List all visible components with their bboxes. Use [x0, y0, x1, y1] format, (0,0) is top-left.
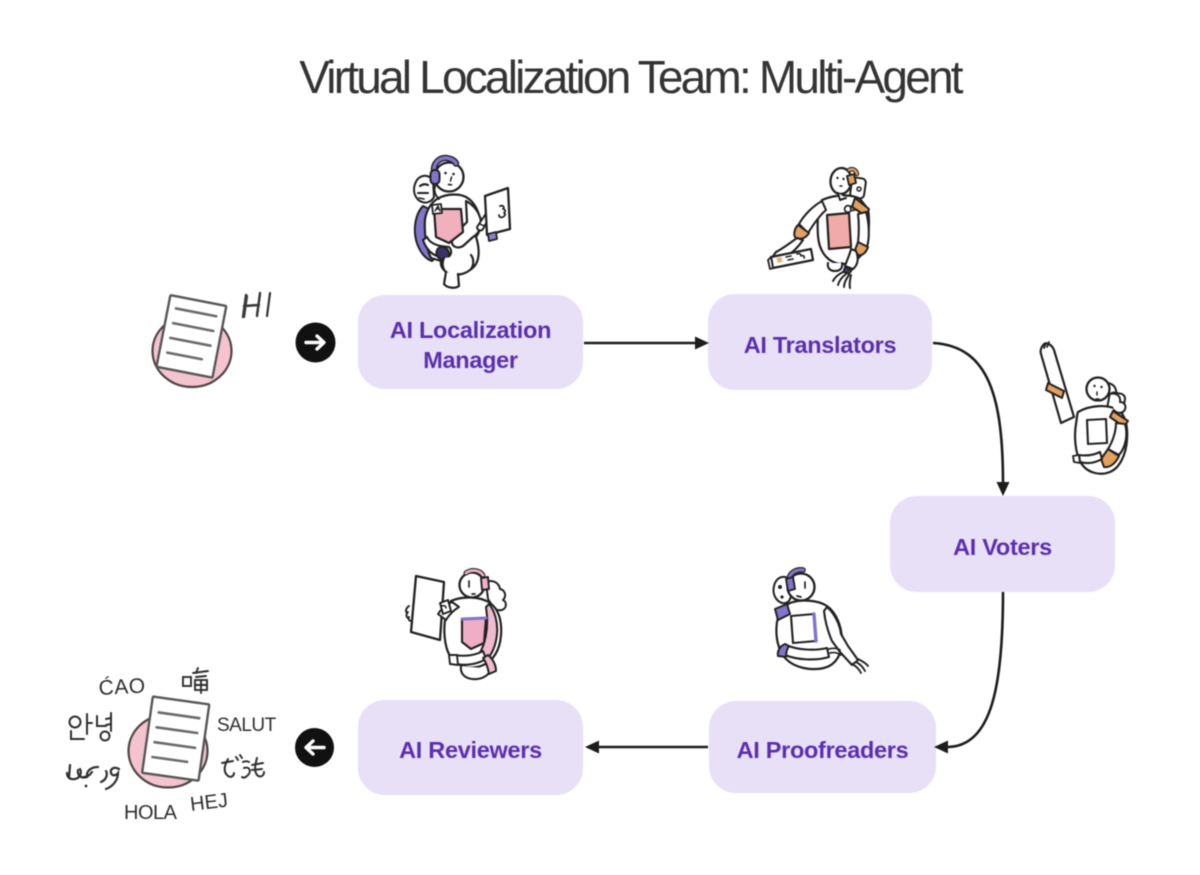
- svg-text:ĆAO: ĆAO: [98, 675, 146, 700]
- svg-text:HEJ: HEJ: [189, 790, 229, 816]
- svg-text:HOLA: HOLA: [124, 802, 178, 824]
- svg-text:SALUT: SALUT: [217, 715, 277, 736]
